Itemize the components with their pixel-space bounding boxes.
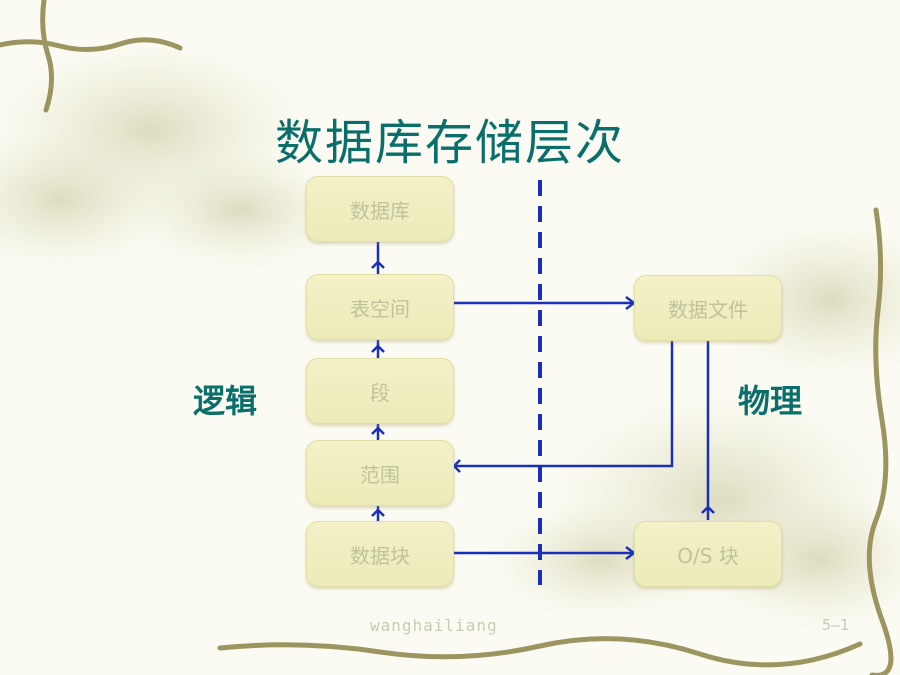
node-database: 数据库	[306, 176, 454, 242]
crowfoot-extent-right	[452, 459, 461, 473]
connector-datafile-extent	[454, 340, 674, 468]
node-data-block: 数据块	[306, 521, 454, 587]
crowfoot-extent	[371, 426, 385, 435]
node-data-file: 数据文件	[634, 275, 782, 341]
physical-label: 物理	[738, 382, 803, 420]
footer-author: wanghailiang	[370, 616, 498, 635]
crowfoot-block	[371, 508, 385, 517]
crowfoot-osblock-top	[701, 505, 715, 514]
crowfoot-tablespace	[371, 260, 385, 269]
footer-page-number: 5—1	[822, 616, 850, 634]
node-os-block: O/S 块	[634, 521, 782, 587]
logical-label: 逻辑	[193, 382, 258, 420]
node-segment: 段	[306, 358, 454, 424]
node-tablespace: 表空间	[306, 274, 454, 340]
node-extent: 范围	[306, 440, 454, 506]
crowfoot-segment	[371, 344, 385, 353]
slide-title: 数据库存储层次	[274, 115, 625, 171]
